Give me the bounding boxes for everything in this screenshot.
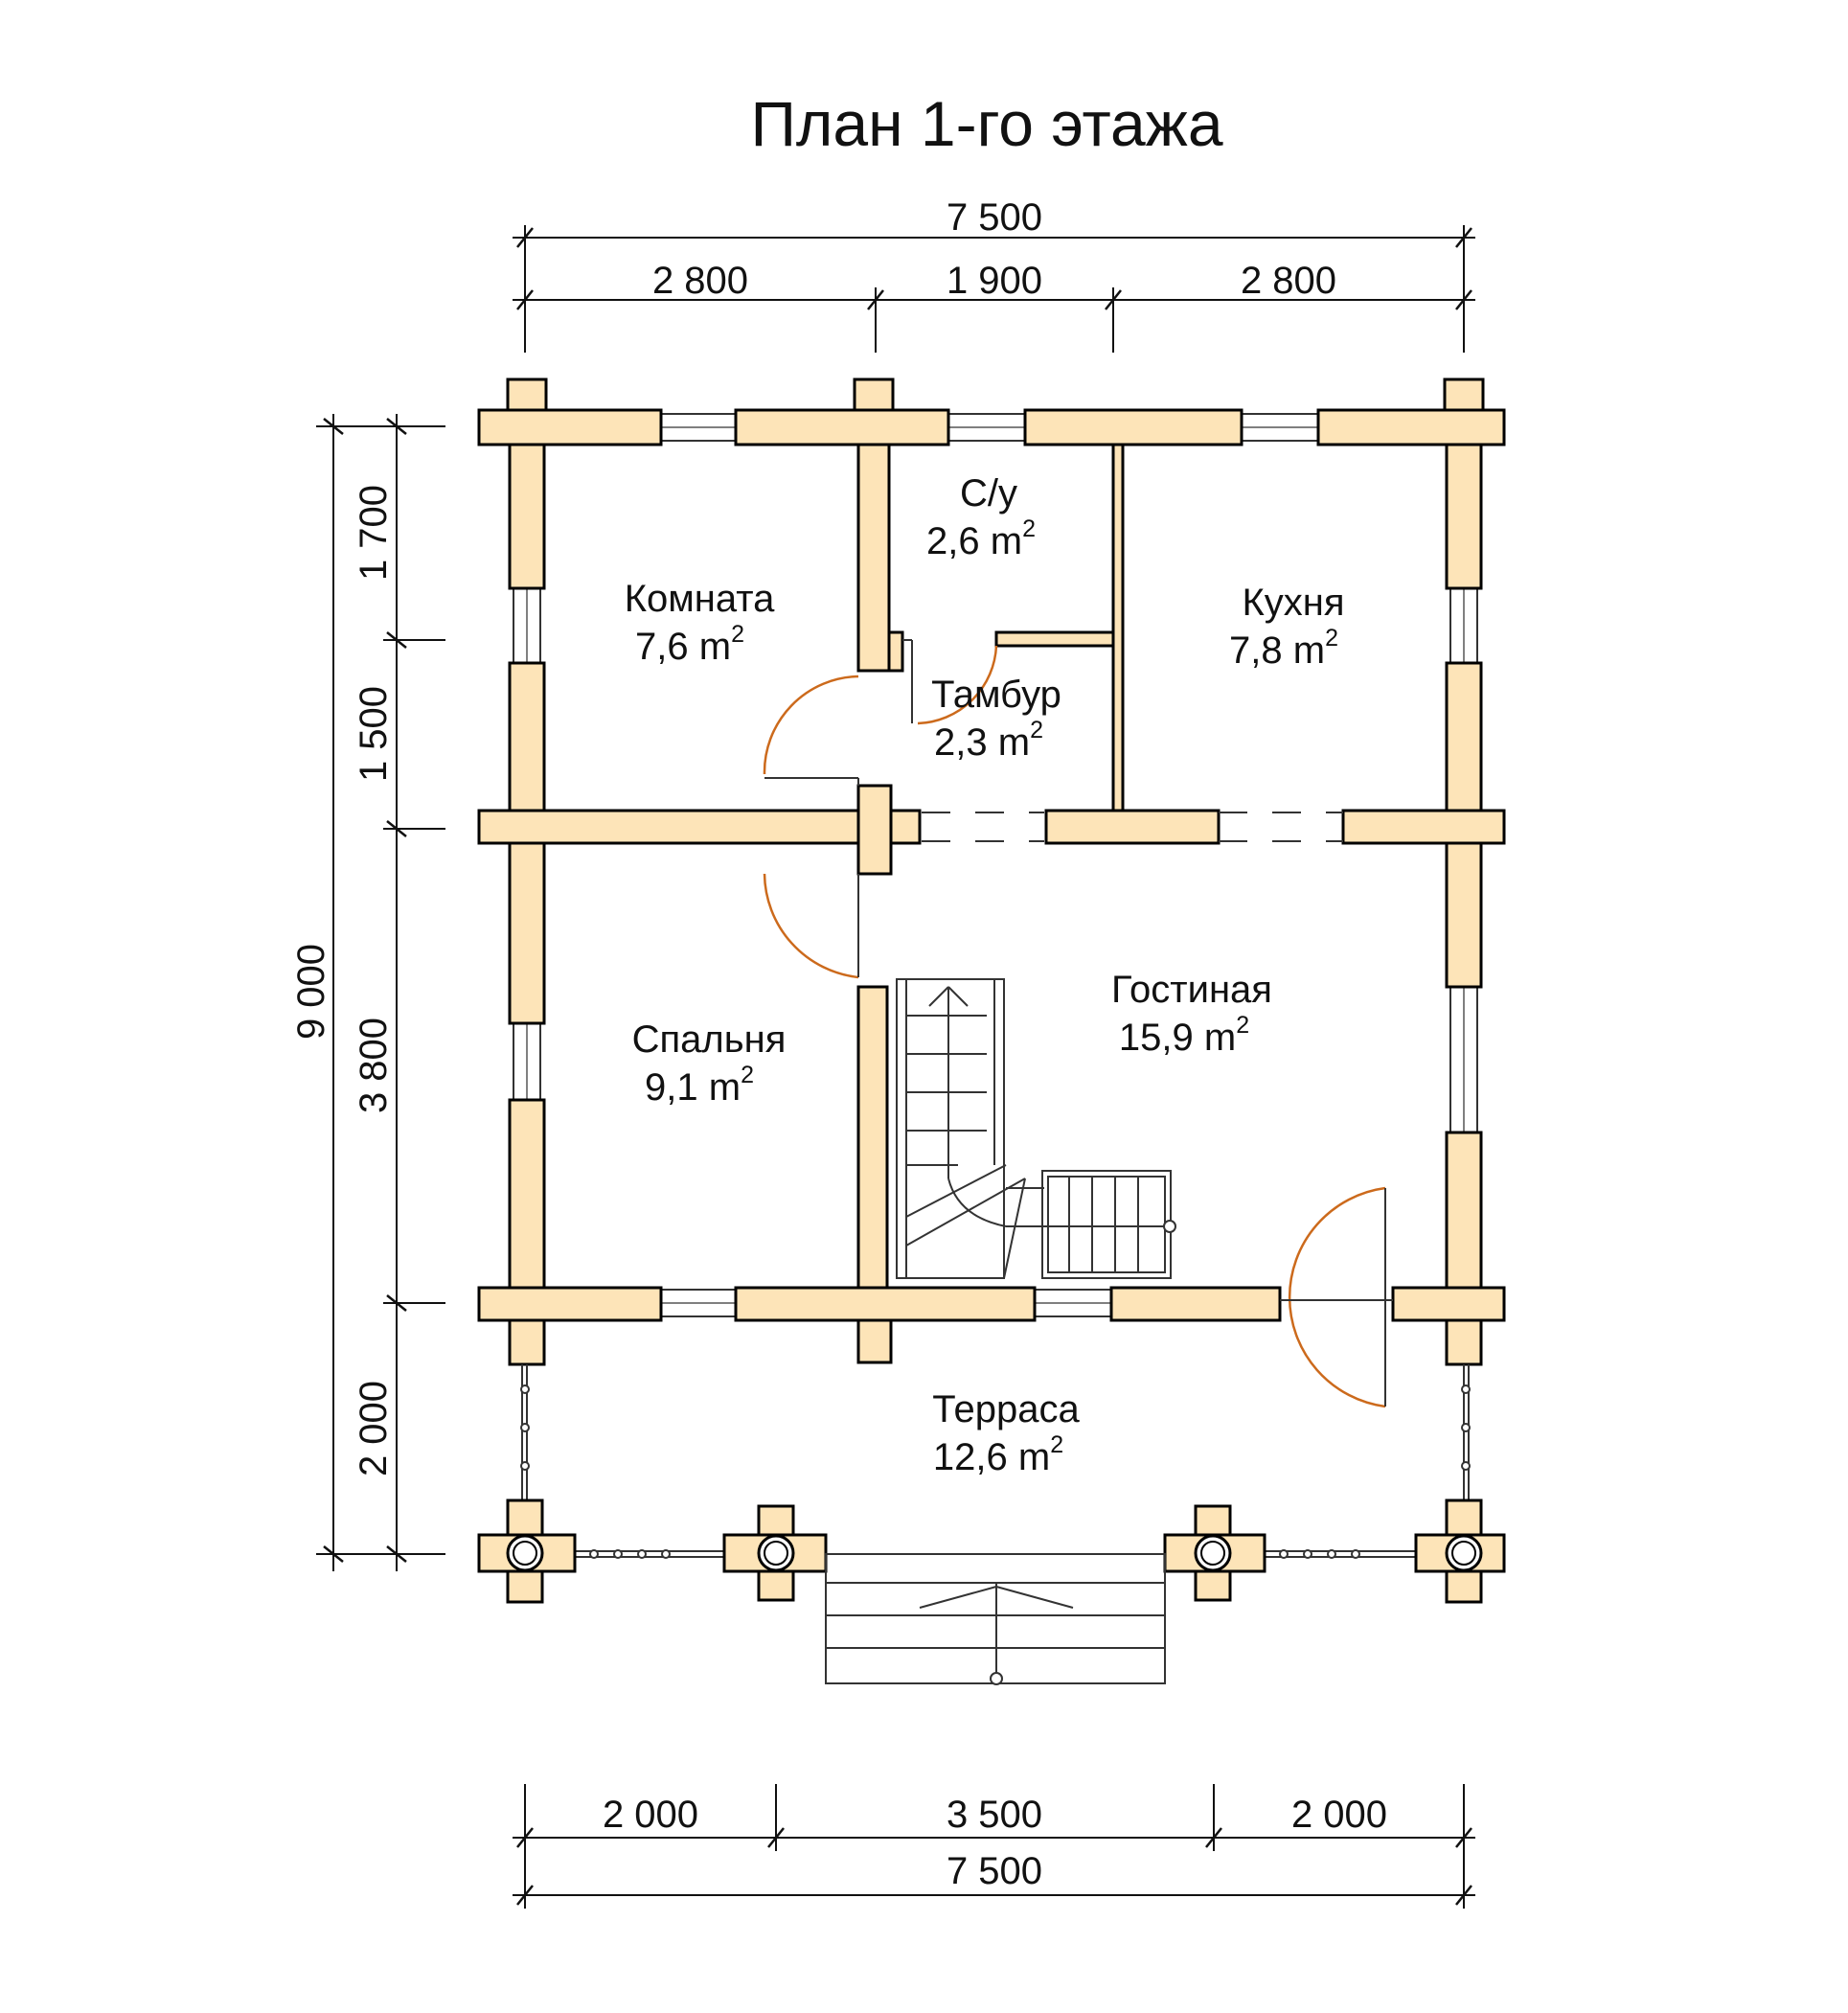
dim-top-2: 1 900 [947,260,1042,302]
room-kuhnya-area: 7,8 m [1229,629,1325,672]
room-komnata-sup: 2 [731,621,744,648]
room-tambur-sup: 2 [1030,717,1043,743]
dim-left-4: 2 000 [353,1381,395,1476]
room-su-area: 2,6 m [926,520,1022,562]
room-kuhnya-name: Кухня [1242,582,1344,624]
room-gostinaya: Гостиная 15,9 m2 [1111,969,1272,1059]
svg-text:9,1 m2: 9,1 m2 [645,1062,754,1109]
room-spalnya-name: Спальня [632,1018,787,1061]
room-su: С/у 2,6 m2 [926,472,1036,562]
terrace-posts [477,1498,1506,1604]
room-spalnya: Спальня 9,1 m2 [632,1018,787,1109]
doors [763,639,1393,1408]
room-su-sup: 2 [1022,515,1036,542]
room-komnata: Комната 7,6 m2 [625,578,775,668]
dimension-top: 7 500 2 800 1 900 2 800 [513,196,1475,353]
room-komnata-name: Комната [625,578,775,620]
dim-left-3: 3 800 [353,1018,395,1113]
room-kuhnya-sup: 2 [1325,625,1338,652]
svg-text:7,6 m2: 7,6 m2 [635,621,744,668]
room-tambur: Тамбур 2,3 m2 [931,674,1061,764]
room-spalnya-area: 9,1 m [645,1066,741,1109]
dim-bottom-3: 2 000 [1291,1794,1387,1836]
dimension-left: 9 000 1 700 1 500 3 800 2 000 [290,414,445,1571]
room-terrasa-sup: 2 [1050,1431,1063,1458]
room-terrasa-name: Терраса [932,1388,1080,1430]
room-tambur-area: 2,3 m [934,721,1030,764]
room-komnata-area: 7,6 m [635,626,731,668]
door-komnata-arc [763,675,859,775]
svg-text:2,6 m2: 2,6 m2 [926,515,1036,562]
door-entrance-arc [1288,1186,1386,1408]
room-kuhnya: Кухня 7,8 m2 [1229,582,1345,672]
terrace-railings [520,1364,1471,1559]
terrace-post-2 [722,1504,828,1602]
svg-text:7,8 m2: 7,8 m2 [1229,625,1338,672]
dim-bottom-2: 3 500 [947,1794,1042,1836]
walls [477,377,1506,1366]
room-gostinaya-sup: 2 [1236,1012,1249,1039]
dim-top-1: 2 800 [652,260,748,302]
dimension-bottom: 2 000 3 500 2 000 7 500 [513,1784,1475,1909]
windows [513,413,1478,1317]
dim-top-3: 2 800 [1241,260,1336,302]
room-spalnya-sup: 2 [741,1062,754,1088]
dim-left-total: 9 000 [290,944,332,1040]
interior-staircase [896,978,1176,1279]
room-tambur-name: Тамбур [931,674,1061,716]
room-terrasa-area: 12,6 m [933,1436,1050,1478]
svg-text:2,3 m2: 2,3 m2 [934,717,1043,764]
plan-title: План 1-го этажа [750,88,1222,159]
door-spalnya-arc [763,873,859,979]
dim-bottom-1: 2 000 [603,1794,698,1836]
dim-left-1: 1 700 [353,485,395,581]
room-su-name: С/у [960,472,1017,515]
terrace-post-3 [1163,1504,1266,1602]
door-su-arc [917,645,998,725]
room-terrasa: Терраса 12,6 m2 [932,1388,1080,1478]
terrace-post-4 [1414,1498,1506,1604]
room-gostinaya-area: 15,9 m [1119,1017,1236,1059]
terrace-post-1 [477,1498,577,1604]
svg-text:15,9 m2: 15,9 m2 [1119,1012,1249,1059]
svg-text:12,6 m2: 12,6 m2 [933,1431,1063,1478]
room-gostinaya-name: Гостиная [1111,969,1272,1011]
dim-top-total: 7 500 [947,196,1042,239]
terrace-steps [825,1553,1166,1685]
dim-bottom-total: 7 500 [947,1850,1042,1892]
dim-left-2: 1 500 [353,686,395,782]
